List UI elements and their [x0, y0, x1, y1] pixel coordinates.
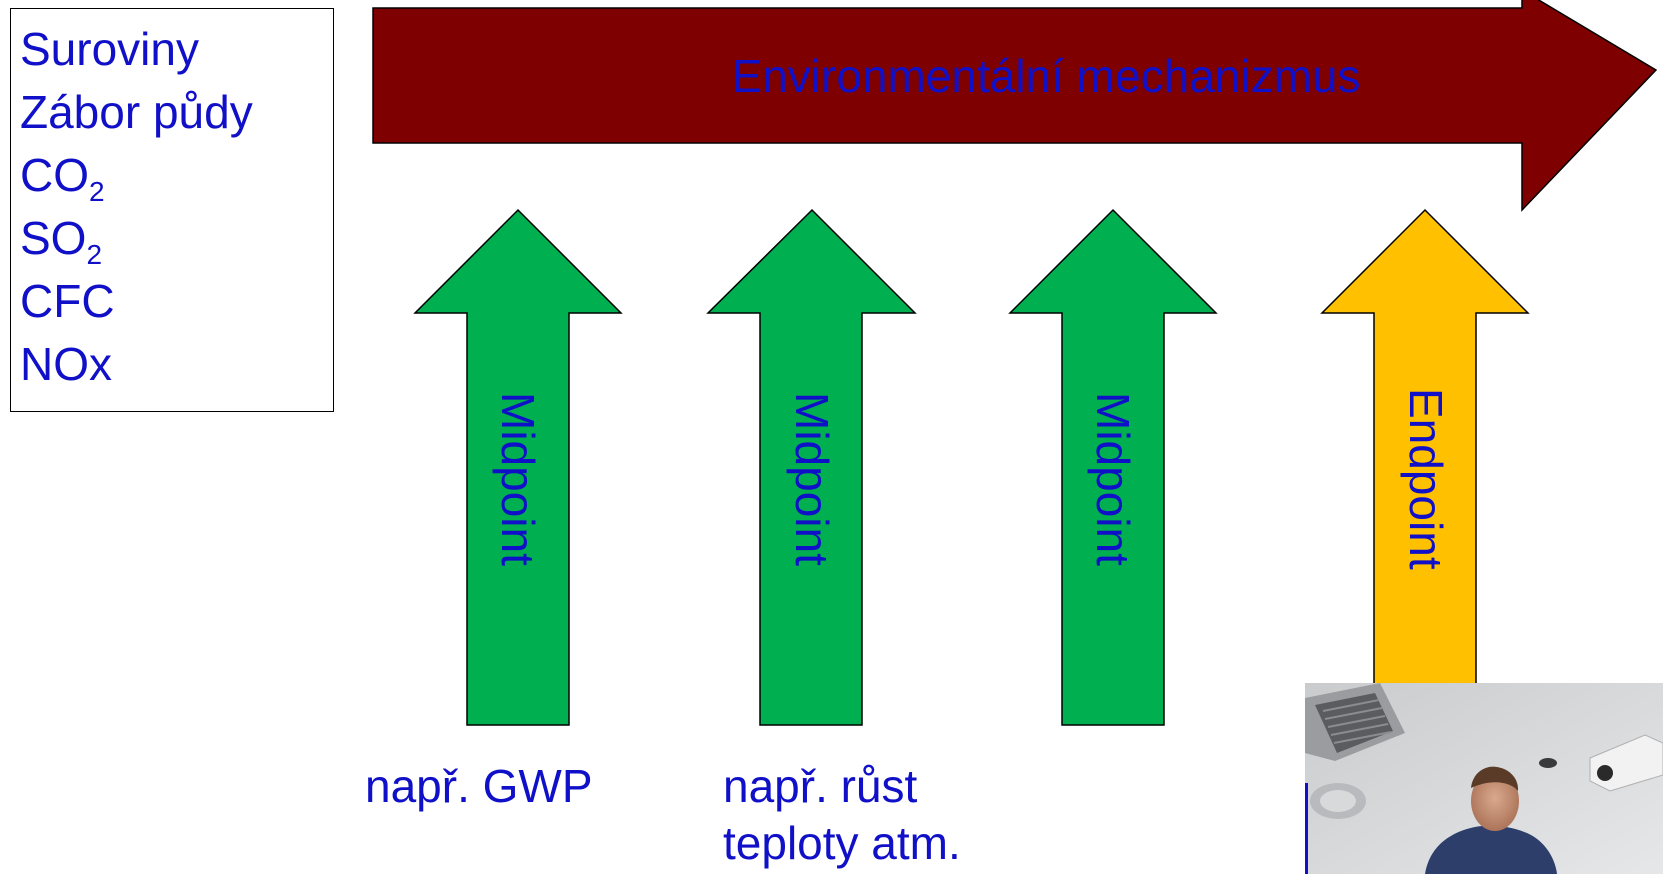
environmental-mechanism-arrow — [372, 0, 1658, 212]
inventory-item: SO2 — [20, 212, 103, 270]
midpoint-arrow-label: Midpoint — [492, 392, 544, 566]
inventory-item: CFC — [20, 275, 115, 327]
midpoint-arrow — [706, 208, 917, 726]
caption-temperature-rise: např. růst teploty atm. — [723, 760, 961, 869]
presenter-webcam-overlay — [1305, 683, 1663, 874]
webcam-image — [1305, 683, 1663, 874]
endpoint-arrow-label: Endpoint — [1400, 388, 1452, 570]
midpoint-arrow-label: Midpoint — [786, 392, 838, 566]
endpoint-arrow — [1320, 208, 1530, 726]
inventory-list: Suroviny Zábor půdy CO2 SO2 CFC NOx — [20, 18, 253, 396]
midpoint-arrow — [1008, 208, 1218, 726]
environmental-mechanism-label: Environmentální mechanizmus — [732, 50, 1361, 102]
midpoint-arrow-label: Midpoint — [1087, 392, 1139, 566]
inventory-item: NOx — [20, 338, 112, 390]
caption-gwp: např. GWP — [365, 760, 593, 812]
inventory-box — [10, 8, 334, 412]
inventory-item: Zábor půdy — [20, 86, 253, 138]
midpoint-arrow — [413, 208, 623, 726]
inventory-item: CO2 — [20, 149, 105, 207]
inventory-item: Suroviny — [20, 23, 199, 75]
